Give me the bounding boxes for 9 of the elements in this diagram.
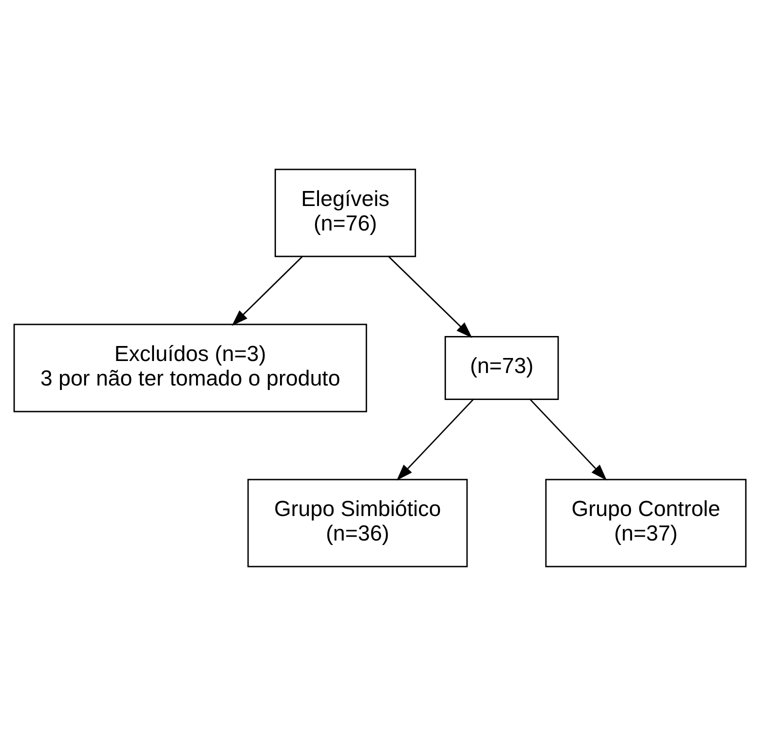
node-box: Elegíveis (n=76) <box>274 168 416 257</box>
arrow <box>388 256 472 338</box>
arrow <box>232 256 303 326</box>
arrow <box>396 398 474 480</box>
node-box: (n=73) <box>444 336 559 400</box>
arrow <box>530 398 607 480</box>
node-box: Grupo Controle (n=37) <box>545 478 747 567</box>
node-box: Excluídos (n=3) 3 por não ter tomado o produto <box>13 323 368 412</box>
node-box: Grupo Simbiótico (n=36) <box>247 478 468 567</box>
